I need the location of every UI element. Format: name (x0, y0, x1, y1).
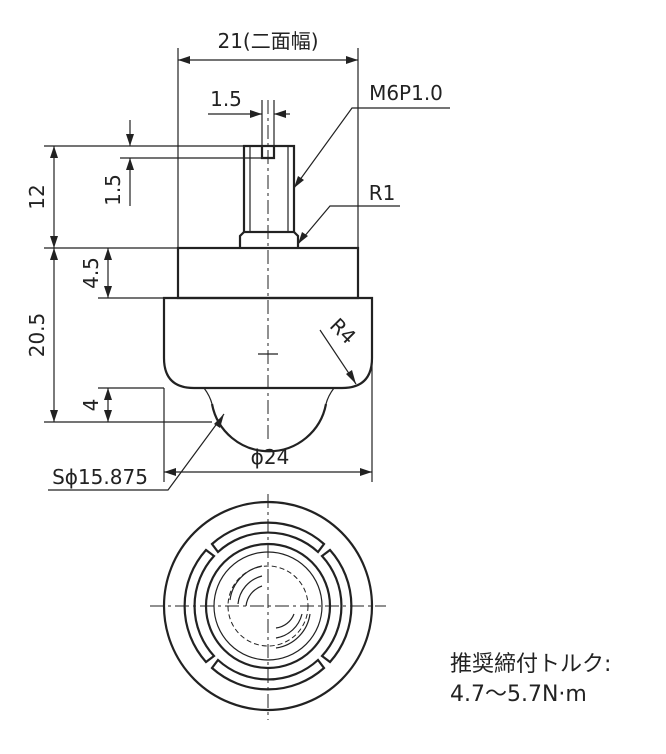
thread-spec-label: M6P1.0 (369, 81, 443, 105)
stud-neck (238, 231, 300, 248)
slot-bottom (210, 658, 326, 691)
slot-top (210, 521, 326, 554)
torque-note: 推奨締付トルク: 4.7～5.7N·m (450, 650, 611, 710)
hex-height-label: 4.5 (79, 257, 103, 289)
body-radius-label: R4 (325, 313, 361, 349)
slot-left (183, 548, 216, 664)
dimension-labels: 21(二面幅) 1.5 M6P1.0 R1 12 1.5 4.5 20.5 4 … (25, 29, 443, 489)
body-height-label: 20.5 (25, 313, 49, 358)
thread-length-label: 12 (25, 184, 49, 209)
ball-diameter-label: Sϕ15.875 (52, 465, 148, 489)
ball-highlight-upper (229, 565, 263, 607)
bottom-view (150, 494, 386, 720)
dimension-lines (44, 48, 450, 491)
ball-top-arc (203, 387, 335, 405)
ball-highlight-lower (275, 613, 311, 649)
slot-depth-label: 1.5 (101, 174, 125, 206)
slot-right (320, 548, 353, 664)
ball-protrusion-label: 4 (79, 399, 103, 412)
threaded-stud (242, 144, 296, 234)
torque-value: 4.7～5.7N·m (450, 682, 587, 707)
torque-label: 推奨締付トルク: (450, 652, 612, 677)
fillet-radius-label: R1 (369, 181, 396, 205)
slot-width-label: 1.5 (210, 87, 242, 111)
body-diameter-label: ϕ24 (251, 445, 290, 469)
across-flats-label: 21(二面幅) (217, 29, 318, 53)
side-view (162, 100, 374, 453)
